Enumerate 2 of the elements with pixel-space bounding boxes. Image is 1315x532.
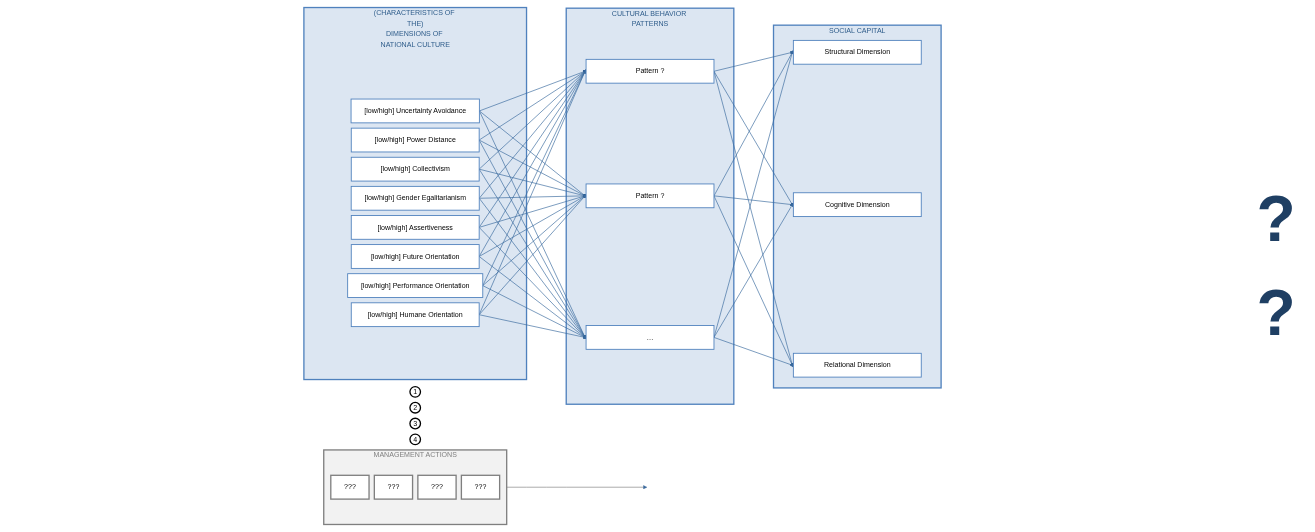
question-mark: ? [1256,182,1296,256]
question-mark: ? [1256,276,1296,350]
